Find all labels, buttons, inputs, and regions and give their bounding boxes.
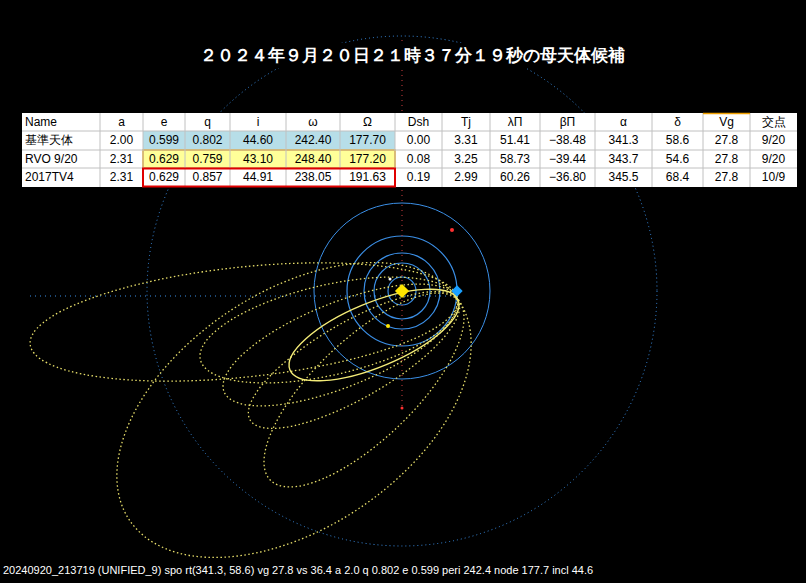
column-header: βΠ	[560, 113, 576, 131]
column-header: q	[204, 113, 211, 131]
highlight-cells	[143, 150, 395, 168]
chart-title: ２０２４年９月２０日２１時３７分１９秒の母天体候補	[197, 43, 628, 68]
planet-dot	[389, 278, 392, 281]
table-cell: 3.31	[454, 131, 477, 150]
highlight-cells	[143, 131, 395, 150]
table-cell: 43.10	[243, 150, 273, 168]
caption-text: 20240920_213719 (UNIFIED_9) spo rt(341.3…	[3, 564, 593, 576]
table-cell: 2.99	[454, 168, 477, 187]
table-cell: 248.40	[295, 150, 332, 168]
table-cell: −38.48	[549, 131, 586, 150]
highlight-box	[143, 169, 395, 187]
table-cell: 0.599	[149, 131, 179, 150]
table-cell: 2.31	[110, 168, 133, 187]
table-cell: 3.25	[454, 150, 477, 168]
column-header: λΠ	[508, 113, 523, 131]
table-cell: RVO 9/20	[25, 150, 77, 168]
table-cell: 27.8	[715, 168, 738, 187]
table-cell: 2.31	[110, 150, 133, 168]
column-header: ω	[308, 113, 317, 131]
table-cell: 242.40	[295, 131, 332, 150]
table-cell: 58.6	[666, 131, 689, 150]
column-header: α	[620, 113, 627, 131]
planet-dot	[386, 324, 390, 328]
table-cell: 2017TV4	[25, 168, 74, 187]
table-cell: 60.26	[500, 168, 530, 187]
table-cell: 10/9	[762, 168, 785, 187]
table-cell: 0.19	[407, 168, 430, 187]
table-cell: 341.3	[608, 131, 638, 150]
column-header: Tj	[461, 113, 471, 131]
table-cell: 27.8	[715, 131, 738, 150]
sun-symbol	[395, 284, 409, 298]
table-cell: 0.857	[192, 168, 222, 187]
table-cell: 343.7	[608, 150, 638, 168]
table-cell: 44.60	[243, 131, 273, 150]
table-cell: 27.8	[715, 150, 738, 168]
table-cell: 基準天体	[25, 131, 73, 150]
planet-dot	[401, 407, 404, 410]
table-cell: 0.00	[407, 131, 430, 150]
table-cell: 238.05	[295, 168, 332, 187]
table-cell: 345.5	[608, 168, 638, 187]
column-header: i	[257, 113, 260, 131]
table-cell: 58.73	[500, 150, 530, 168]
table-cell: 54.6	[666, 150, 689, 168]
table-cell: −36.80	[549, 168, 586, 187]
table-cell: 0.629	[149, 150, 179, 168]
table-cell: 9/20	[762, 131, 785, 150]
planet-orbits	[30, 36, 657, 546]
table-cell: −39.44	[549, 150, 586, 168]
table-cell: 191.63	[349, 168, 386, 187]
table-cell: 177.20	[349, 150, 386, 168]
table-cell: 0.08	[407, 150, 430, 168]
table-cell: 0.629	[149, 168, 179, 187]
column-header: e	[161, 113, 168, 131]
column-header: Dsh	[408, 113, 429, 131]
table-cell: 51.41	[500, 131, 530, 150]
column-header: δ	[674, 113, 681, 131]
column-header: a	[118, 113, 125, 131]
column-header: Ω	[363, 113, 372, 131]
column-header: 交点	[762, 113, 786, 131]
table-cell: 0.759	[192, 150, 222, 168]
column-header: Vg	[719, 113, 734, 131]
reference-orbit	[278, 270, 471, 399]
table-cell: 68.4	[666, 168, 689, 187]
table-cell: 0.802	[192, 131, 222, 150]
meteoroid-orbits	[24, 202, 524, 583]
earth-symbol	[451, 285, 462, 296]
column-header: Name	[25, 113, 57, 131]
planet-dot	[450, 228, 454, 232]
table-cell: 9/20	[762, 150, 785, 168]
table-cell: 44.91	[243, 168, 273, 187]
table-cell: 177.70	[349, 131, 386, 150]
table-cell: 2.00	[110, 131, 133, 150]
